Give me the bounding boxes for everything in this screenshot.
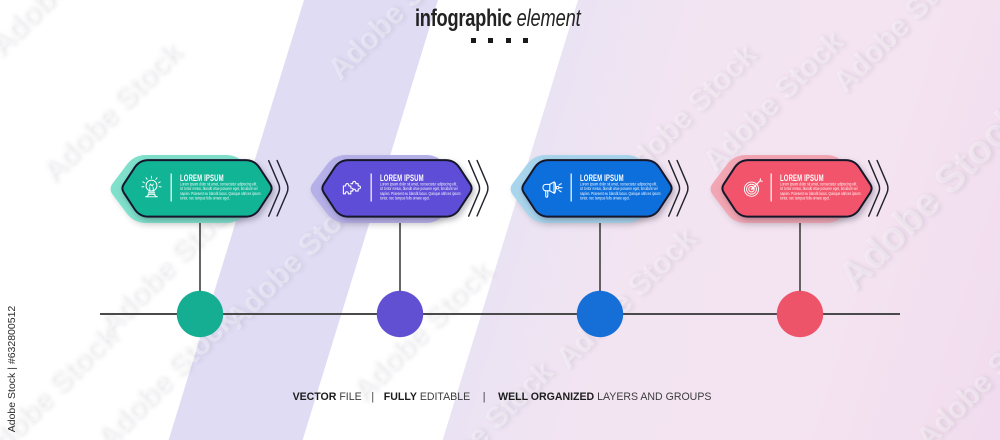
svg-text:tortor, nec tempus felis ornar: tortor, nec tempus felis ornare eget. [580,196,630,200]
svg-text:Lorem ipsum dolor sit amet, co: Lorem ipsum dolor sit amet, consectetur … [780,182,857,186]
svg-text:sapien. Praesent eu blandit la: sapien. Praesent eu blandit lacus. Quisq… [580,191,661,195]
svg-text:Ut tortor metus, blandit vitae: Ut tortor metus, blandit vitae posuere e… [780,187,858,191]
svg-text:Ut tortor metus, blandit vitae: Ut tortor metus, blandit vitae posuere e… [380,187,458,191]
svg-text:Lorem ipsum dolor sit amet, co: Lorem ipsum dolor sit amet, consectetur … [580,182,657,186]
svg-text:tortor, nec tempus felis ornar: tortor, nec tempus felis ornare eget. [380,196,430,200]
svg-text:tortor, nec tempus felis ornar: tortor, nec tempus felis ornare eget. [780,196,830,200]
svg-text:Lorem ipsum dolor sit amet, co: Lorem ipsum dolor sit amet, consectetur … [380,182,457,186]
svg-text:sapien. Praesent eu blandit la: sapien. Praesent eu blandit lacus. Quisq… [380,191,461,195]
svg-text:Ut tortor metus, blandit vitae: Ut tortor metus, blandit vitae posuere e… [580,187,658,191]
svg-text:sapien. Praesent eu blandit la: sapien. Praesent eu blandit lacus. Quisq… [180,191,261,195]
svg-text:sapien. Praesent eu blandit la: sapien. Praesent eu blandit lacus. Quisq… [780,191,861,195]
svg-text:Lorem ipsum dolor sit amet, co: Lorem ipsum dolor sit amet, consectetur … [180,182,257,186]
svg-text:tortor, nec tempus felis ornar: tortor, nec tempus felis ornare eget. [180,196,230,200]
svg-text:Ut tortor metus, blandit vitae: Ut tortor metus, blandit vitae posuere e… [180,187,258,191]
